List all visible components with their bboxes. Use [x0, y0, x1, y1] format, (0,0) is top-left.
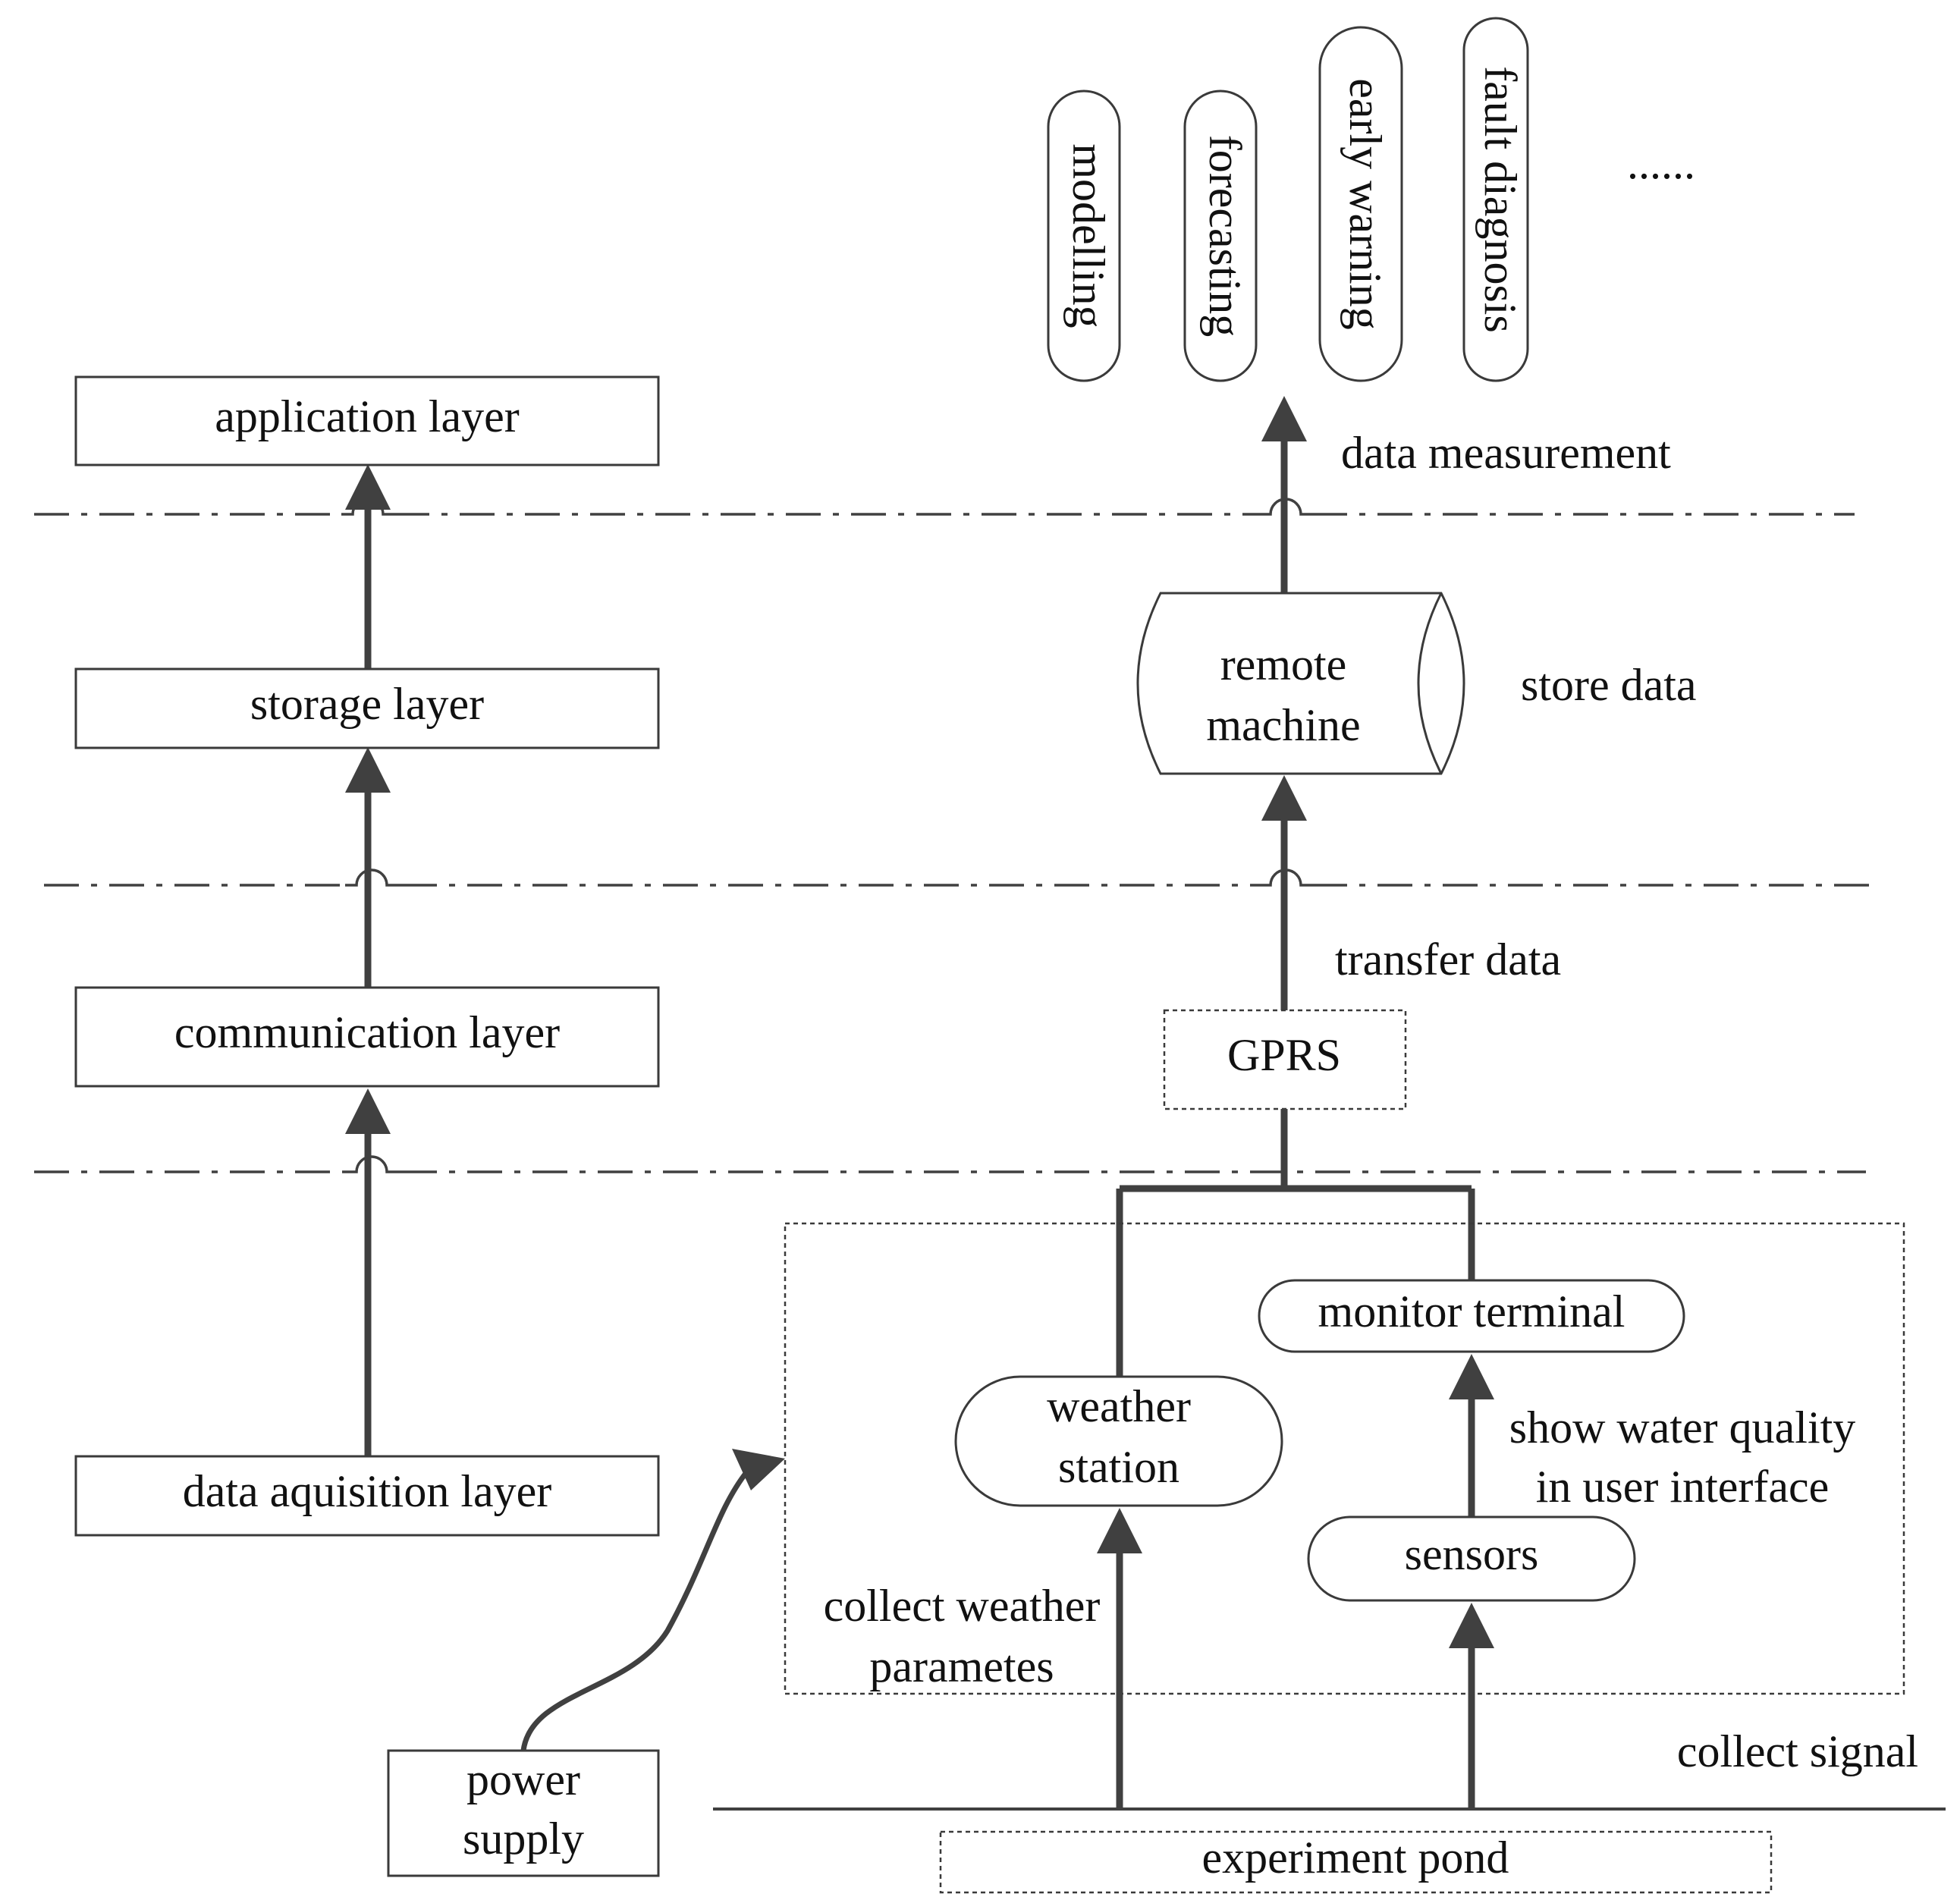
arrowhead: [1261, 396, 1307, 441]
power-supply-connector: [520, 1469, 749, 1751]
collect-signal-label: collect signal: [1677, 1726, 1918, 1776]
arrowhead: [1261, 775, 1307, 821]
arrowhead: [1449, 1354, 1494, 1399]
arrowhead: [1449, 1603, 1494, 1648]
remote-machine-cylinder-edge: [1417, 592, 1443, 774]
store-data-label: store data: [1521, 660, 1697, 710]
acquisition-layer-box: [74, 1455, 660, 1537]
monitor-terminal-pill: [1258, 1279, 1685, 1353]
monitor-terminal-label: monitor terminal: [1318, 1286, 1625, 1336]
early-warning-label: early warning: [1340, 78, 1390, 330]
communication-layer-label: communication layer: [174, 1007, 560, 1057]
show-water-quality-label-line2: in user interface: [1536, 1462, 1829, 1512]
power-supply-group: power supply: [387, 1449, 785, 1877]
power-supply-label-line1: power: [466, 1754, 580, 1804]
power-supply-label-line2: supply: [463, 1814, 584, 1864]
arrowhead: [1097, 1508, 1142, 1553]
sensors-pill: [1307, 1515, 1636, 1602]
more-applications-ellipsis: ......: [1627, 138, 1695, 188]
communication-layer-box: [74, 986, 660, 1088]
arrowhead: [345, 464, 391, 510]
modelling-pill: [1047, 90, 1121, 382]
application-pills: modelling forecasting early warning faul…: [1047, 17, 1695, 382]
forecasting-pill: [1183, 90, 1258, 382]
early-warning-pill: [1318, 26, 1403, 382]
storage-layer-box: [74, 667, 660, 749]
hop-arc: [345, 868, 402, 887]
hop-arc: [345, 1155, 402, 1173]
collect-weather-label-line1: collect weather: [824, 1581, 1101, 1631]
arrowhead: [345, 747, 391, 793]
data-measurement-label: data measurement: [1341, 428, 1671, 478]
layer-separators: [34, 498, 1874, 1173]
data-flow: data measurement remote machine store da…: [713, 396, 1946, 1894]
show-water-quality-label-line1: show water quality: [1509, 1402, 1856, 1453]
collect-weather-label-line2: parametes: [869, 1641, 1054, 1691]
application-layer-label: application layer: [215, 391, 520, 441]
fault-diagnosis-pill: [1462, 17, 1529, 382]
station-enclosure: [784, 1222, 1905, 1695]
remote-machine-label-line2: machine: [1206, 700, 1360, 750]
weather-station-label-line1: weather: [1047, 1381, 1191, 1431]
remote-machine-label-line1: remote: [1220, 639, 1347, 689]
storage-layer-label: storage layer: [250, 679, 484, 729]
transfer-data-label: transfer data: [1335, 934, 1561, 985]
modelling-label: modelling: [1063, 143, 1113, 328]
arrowhead: [345, 1088, 391, 1134]
weather-station-label-line2: station: [1058, 1442, 1179, 1492]
sensors-label: sensors: [1405, 1529, 1539, 1579]
power-supply-box: [387, 1749, 660, 1877]
experiment-pond-label: experiment pond: [1202, 1833, 1509, 1883]
layer-stack: application layer storage layer communic…: [74, 375, 660, 1537]
application-layer-box: [74, 375, 660, 466]
weather-station-pill: [954, 1375, 1283, 1507]
acquisition-layer-label: data aquisition layer: [183, 1466, 552, 1516]
experiment-pond-box: [939, 1830, 1773, 1894]
arrowhead: [732, 1449, 785, 1490]
forecasting-label: forecasting: [1200, 135, 1250, 338]
bus-line: [1116, 1109, 1475, 1377]
fault-diagnosis-label: fault diagnosis: [1475, 66, 1525, 333]
gprs-label: GPRS: [1227, 1030, 1341, 1080]
